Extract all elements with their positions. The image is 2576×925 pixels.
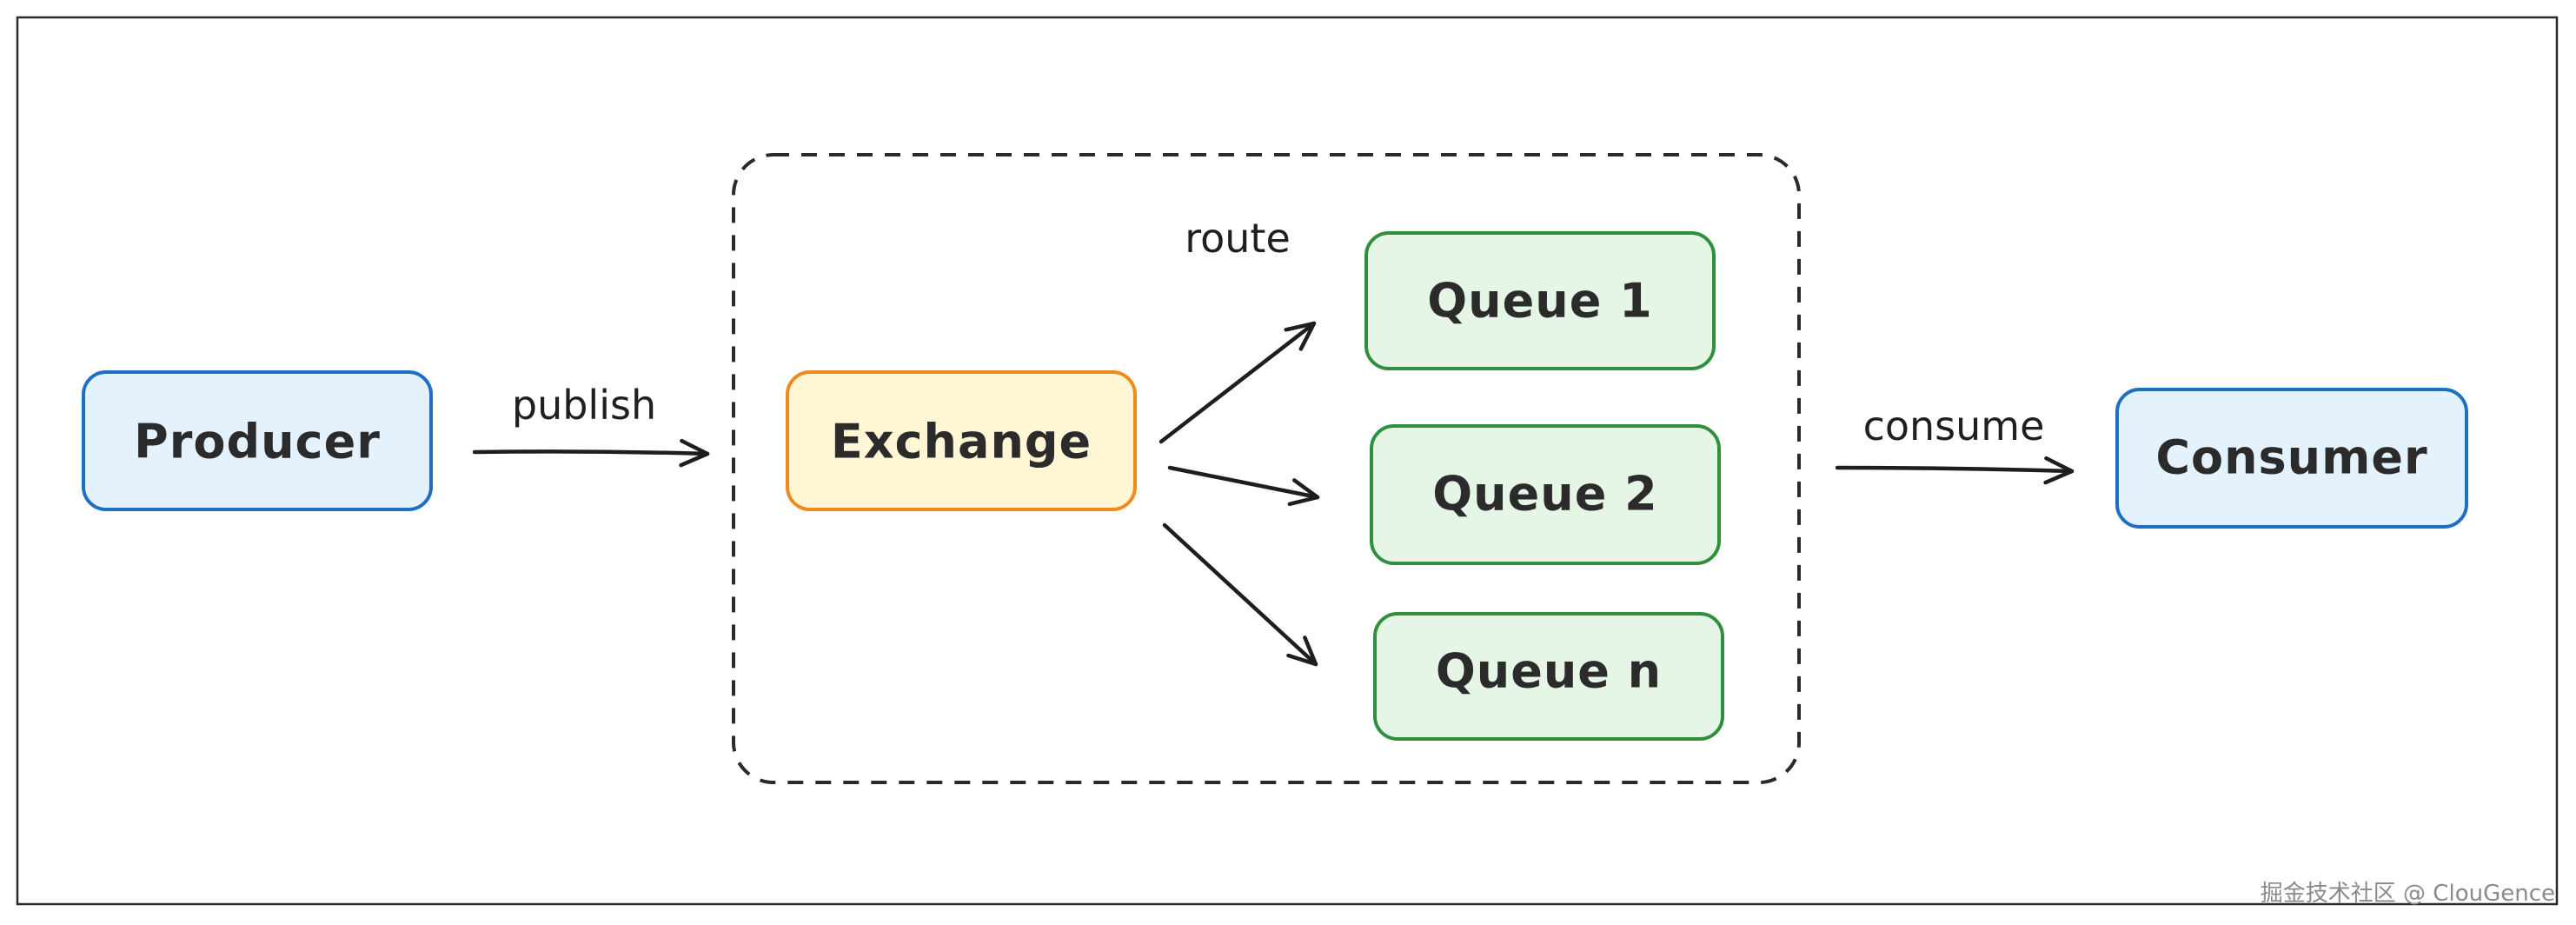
producer-label: Producer [134, 415, 381, 469]
publish-label: publish [512, 382, 656, 429]
queue-2-label: Queue 2 [1432, 467, 1657, 522]
queue-1-box [1364, 231, 1716, 370]
producer-box [82, 370, 433, 511]
consumer-box [2115, 388, 2468, 529]
exchange-node: Exchange [786, 370, 1137, 511]
producer-node: Producer [82, 370, 433, 511]
broker-container [732, 153, 1801, 784]
route-arrow-queue-2 [1167, 465, 1320, 507]
publish-arrow [472, 438, 710, 468]
queue-1-node: Queue 1 [1364, 231, 1716, 370]
exchange-label: Exchange [831, 415, 1092, 469]
consume-label: consume [1863, 403, 2045, 449]
watermark: 掘金技术社区 @ ClouGence [2261, 881, 2555, 907]
consumer-label: Consumer [2155, 430, 2427, 485]
queue-1-label: Queue 1 [1427, 274, 1652, 329]
route-arrow-queue-n [1162, 522, 1318, 667]
queue-n-box [1373, 612, 1724, 741]
queue-n-label: Queue n [1436, 644, 1662, 699]
queue-2-box [1370, 424, 1721, 565]
consume-arrow [1835, 456, 2075, 485]
queue-2-node: Queue 2 [1370, 424, 1721, 565]
route-arrow-queue-1 [1159, 321, 1317, 444]
queue-n-node: Queue n [1373, 612, 1724, 741]
exchange-box [786, 370, 1137, 511]
consumer-node: Consumer [2115, 388, 2468, 529]
route-label: route [1185, 215, 1291, 262]
